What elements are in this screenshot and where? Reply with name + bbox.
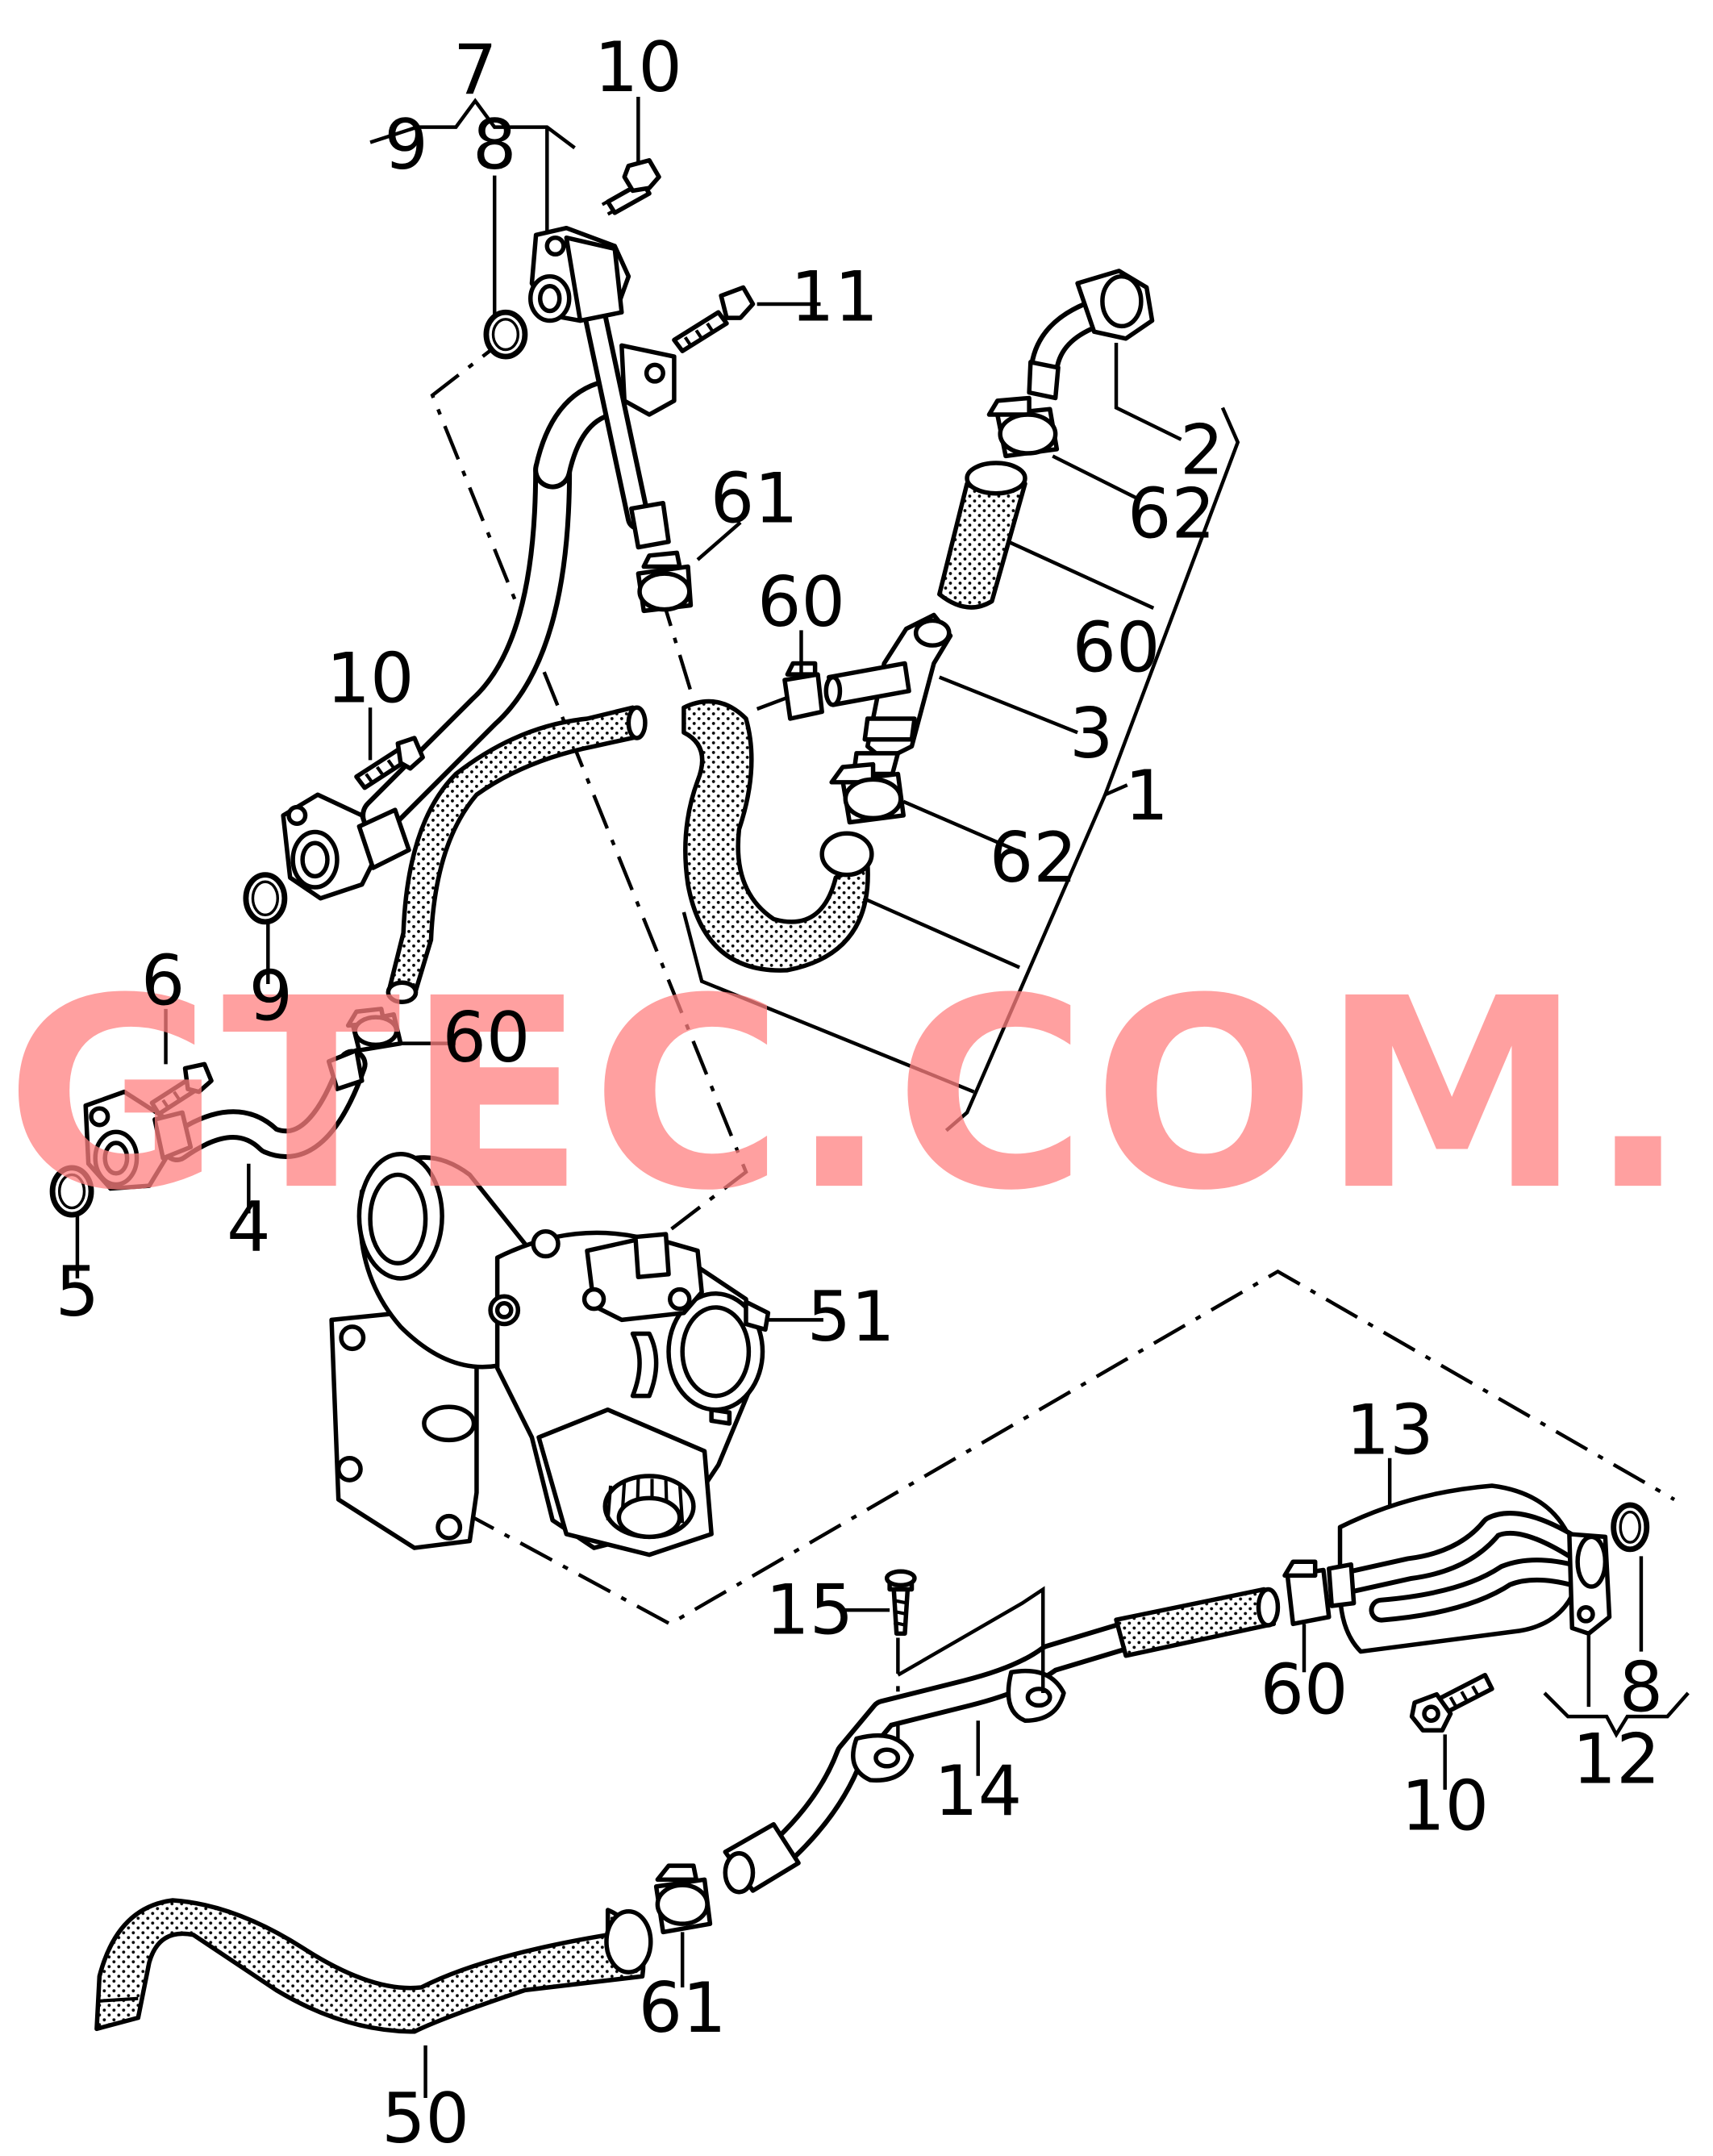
bolt-6 (149, 1061, 214, 1116)
callout-8: 8 (473, 105, 516, 186)
callout-14: 14 (934, 1751, 1022, 1832)
clamp-60-mid (782, 661, 824, 721)
bolt-11 (672, 285, 756, 353)
callout-10: 10 (327, 638, 415, 719)
coolant-hose-short (1114, 1587, 1277, 1658)
callout-5: 5 (56, 1252, 99, 1332)
clamp-62-bottom (829, 761, 906, 825)
connector-2 (1027, 269, 1155, 401)
callout-60: 60 (757, 562, 845, 643)
coolant-pipe-13 (1327, 1483, 1612, 1654)
callout-10: 10 (1401, 1766, 1489, 1847)
coolant-hose-1 (681, 699, 870, 973)
callout-3: 3 (1069, 694, 1113, 774)
turbocharger-51 (329, 1151, 771, 1558)
callout-7: 7 (453, 31, 497, 111)
clamp-61-lower (653, 1863, 713, 1935)
callout-labels: 7 10 9 8 11 2 62 61 60 60 10 3 1 62 9 6 … (56, 27, 1663, 2156)
clamp-60-lower (1282, 1559, 1332, 1627)
coolant-hose-long (387, 705, 641, 998)
watermark: VAGTEC.COM.UA (0, 942, 1713, 1248)
callout-1: 1 (1124, 756, 1168, 836)
callout-15: 15 (765, 1570, 853, 1650)
bolt-10-right (1409, 1672, 1494, 1733)
callout-12: 12 (1573, 1719, 1661, 1799)
callout-60: 60 (1260, 1650, 1348, 1731)
callout-51: 51 (807, 1277, 895, 1357)
callout-8: 8 (1619, 1647, 1663, 1728)
callout-61: 61 (639, 1968, 727, 2049)
callout-13: 13 (1346, 1391, 1434, 1471)
oil-pipe-4 (83, 1048, 368, 1191)
callout-60: 60 (442, 998, 530, 1078)
clamp-61-top (636, 550, 694, 614)
callout-6: 6 (141, 941, 185, 1022)
fitting-10-left (281, 736, 425, 901)
callout-11: 11 (790, 257, 878, 338)
t-piece-3 (823, 612, 953, 777)
clamp-62-top (986, 395, 1060, 459)
callout-62: 62 (1127, 474, 1215, 555)
coolant-pipe-14 (723, 1622, 1135, 1895)
oil-pipe-7 (361, 225, 677, 835)
bolt-15 (884, 1569, 917, 1637)
bolt-10-top (601, 158, 661, 216)
callout-9: 9 (248, 957, 292, 1037)
callout-4: 4 (227, 1187, 270, 1268)
leader-lines (75, 96, 1690, 2099)
callout-10: 10 (594, 27, 682, 108)
callout-60: 60 (1073, 608, 1161, 689)
callout-62: 62 (990, 818, 1077, 899)
callout-50: 50 (381, 2079, 469, 2156)
callout-61: 61 (711, 459, 798, 540)
callout-9: 9 (384, 105, 427, 186)
callout-2: 2 (1180, 411, 1223, 491)
coolant-hose-50 (94, 1898, 646, 2034)
